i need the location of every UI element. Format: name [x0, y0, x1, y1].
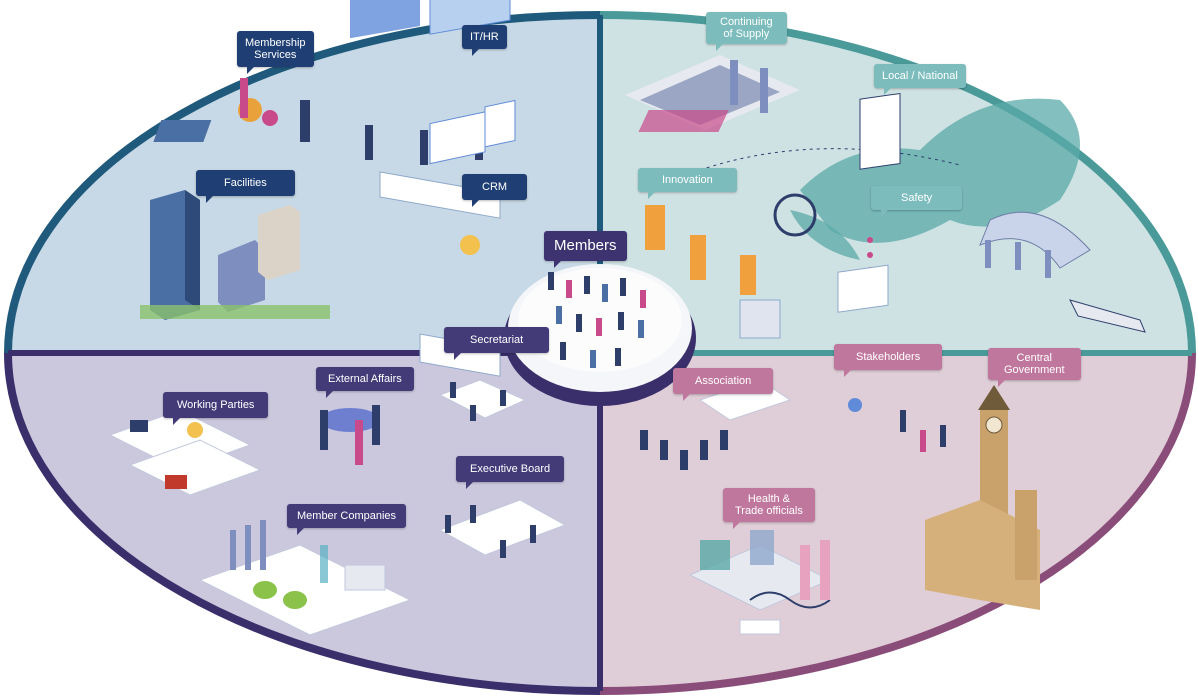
- train-tunnel-illustration: [979, 211, 1146, 333]
- secretariat-label: Secretariat: [444, 327, 550, 360]
- health-trade-line-1: Health &: [747, 493, 791, 505]
- facilities-buildings-illustration: [140, 190, 330, 320]
- local-national-label: Local / National: [874, 64, 966, 95]
- it-hr-text: IT/HR: [470, 31, 499, 43]
- working-parties-text: Working Parties: [177, 399, 255, 411]
- secretariat-text: Secretariat: [470, 334, 524, 346]
- members-crowd-illustration: [548, 272, 646, 368]
- member-companies-text: Member Companies: [297, 510, 397, 522]
- facilities-label: Facilities: [196, 170, 295, 203]
- safety-label: Safety: [871, 186, 963, 217]
- secretariat-meeting-illustration: [438, 379, 527, 421]
- crm-text: CRM: [482, 181, 508, 193]
- crm-label: CRM: [462, 174, 528, 207]
- executive-board-label: Executive Board: [456, 456, 565, 489]
- stakeholders-text: Stakeholders: [856, 351, 921, 363]
- stakeholders-label: Stakeholders: [834, 344, 943, 377]
- central-government-line-1: Central: [1016, 352, 1052, 364]
- continuing-supply-label: Continuing of Supply: [706, 12, 787, 51]
- innovation-label: Innovation: [638, 168, 737, 199]
- safety-text: Safety: [901, 192, 933, 204]
- members-text: Members: [554, 237, 617, 254]
- continuing-supply-port-illustration: [625, 55, 800, 132]
- member-companies-factory-illustration: [198, 520, 412, 636]
- continuing-supply-line-1: Continuing: [720, 16, 773, 28]
- facilities-text: Facilities: [224, 177, 267, 189]
- world-map-illustration: [699, 98, 1080, 260]
- innovation-text: Innovation: [662, 174, 713, 186]
- member-companies-label: Member Companies: [287, 504, 407, 535]
- association-label: Association: [673, 368, 774, 401]
- it-hr-label: IT/HR: [462, 25, 507, 56]
- innovation-robot-arms-illustration: [645, 205, 781, 339]
- membership-services-label: Membership Services: [237, 31, 314, 74]
- health-trade-line-2: Trade officials: [735, 505, 803, 517]
- working-parties-illustration: [108, 409, 262, 496]
- membership-services-line-1: Membership: [245, 37, 306, 49]
- membership-services-line-2: Services: [254, 49, 297, 61]
- crm-presentation-illustration: [419, 99, 516, 377]
- stakeholders-presentation-illustration: [837, 264, 946, 452]
- working-parties-label: Working Parties: [163, 392, 269, 425]
- association-text: Association: [695, 375, 752, 387]
- executive-board-illustration: [438, 499, 567, 558]
- health-trade-lab-illustration: [688, 530, 832, 635]
- members-label: Members: [544, 231, 627, 268]
- local-national-text: Local / National: [882, 70, 958, 82]
- external-affairs-meeting-illustration: [320, 405, 380, 465]
- external-affairs-text: External Affairs: [328, 373, 402, 385]
- central-government-line-2: Government: [1004, 364, 1065, 376]
- continuing-supply-line-2: of Supply: [723, 28, 770, 40]
- border-bottom-left: [4, 352, 601, 695]
- central-government-label: Central Government: [988, 348, 1081, 387]
- external-affairs-label: External Affairs: [316, 367, 414, 398]
- big-ben-parliament-illustration: [925, 385, 1040, 610]
- executive-board-text: Executive Board: [470, 463, 551, 475]
- membership-services-illustration: [153, 78, 310, 142]
- health-trade-label: Health & Trade officials: [723, 488, 815, 529]
